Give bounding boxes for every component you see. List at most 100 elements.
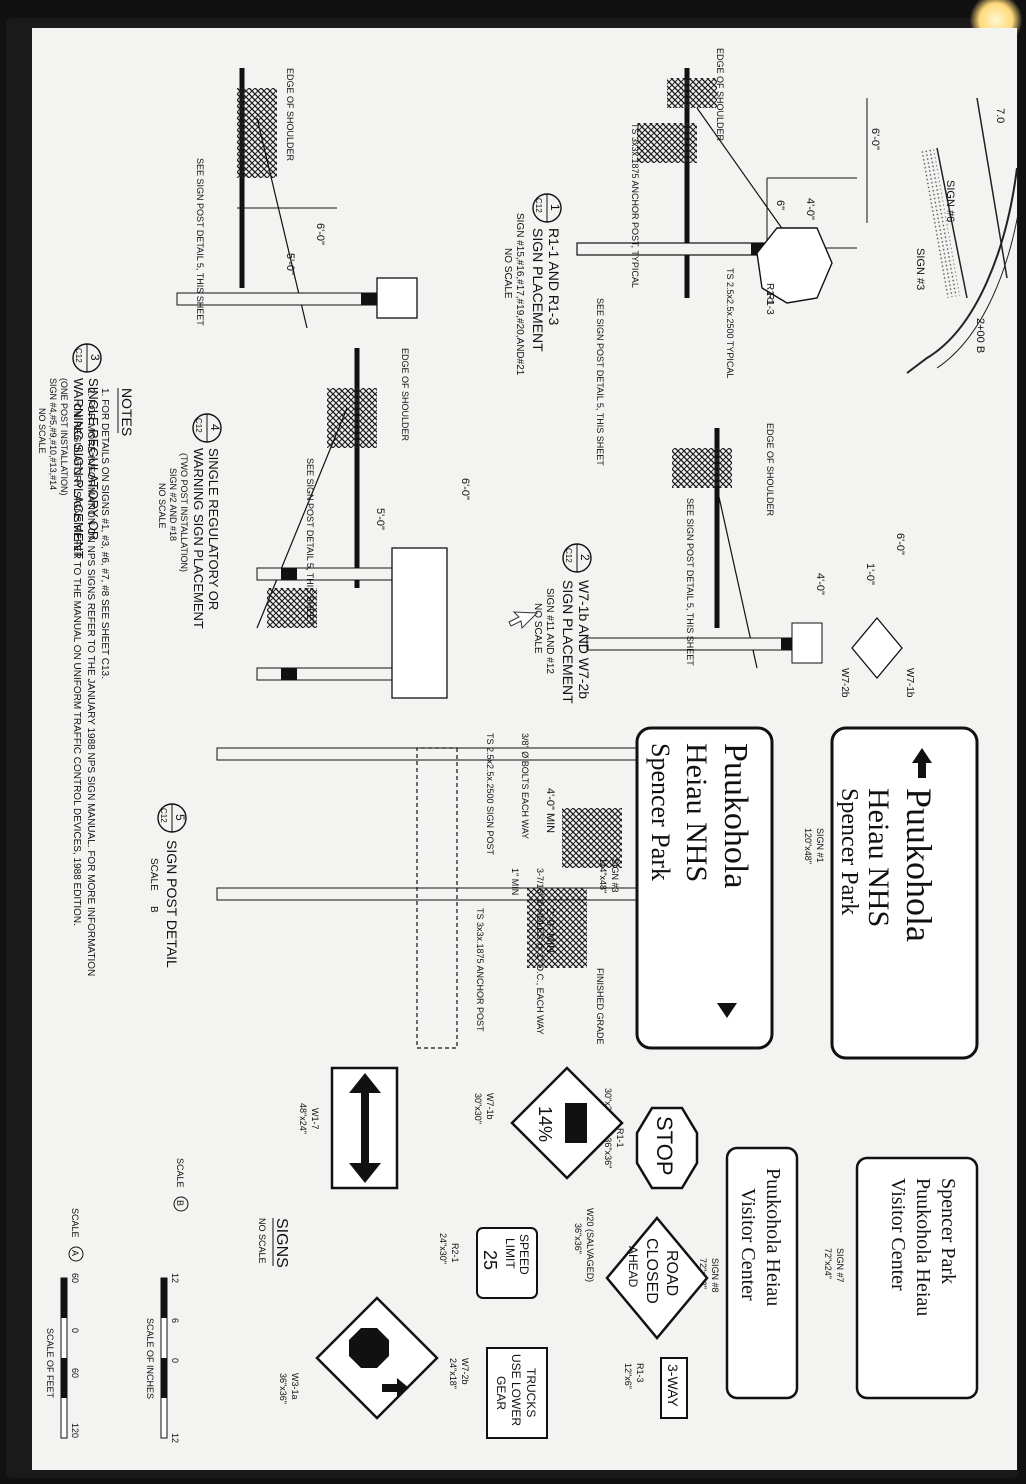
inch-caption: SCALE OF INCHES <box>145 1318 155 1399</box>
detail-ref: C12 <box>564 548 573 563</box>
dim-6ft-2: 6'-0" <box>894 533 906 555</box>
sign3-label: SIGN #3 <box>914 248 926 290</box>
detail-sub: SIGN #11 AND #12 <box>544 588 555 674</box>
see-post-2: SEE SIGN POST DETAIL 5, THIS SHEET <box>685 498 695 666</box>
sign3-size: 114"x48" <box>598 858 608 893</box>
speed-size: 24"x30" <box>438 1233 448 1264</box>
detail-scale: NO SCALE <box>157 483 167 529</box>
sign3-line3: Spencer Park <box>646 743 675 881</box>
trucks-line3: GEAR <box>494 1376 508 1410</box>
detail-4-drawing: 6'-0" 5'-0" EDGE OF SHOULDER SEE SIGN PO… <box>256 348 471 699</box>
detail-num: 5 <box>173 814 187 821</box>
mouse-cursor-icon <box>508 611 539 630</box>
detail-sub0: (ONE POST INSTALLATION) <box>59 378 69 496</box>
road-line3: AHEAD <box>626 1246 640 1288</box>
detail-ref: C12 <box>534 198 543 213</box>
edge-shoulder-2: EDGE OF SHOULDER <box>765 423 775 517</box>
w31a-caption: W3-1a <box>290 1373 300 1400</box>
inch-tick-2: 0 <box>170 1358 180 1363</box>
speed-line2: LIMIT <box>503 1238 517 1269</box>
road-size: 36"x36" <box>573 1223 583 1254</box>
w71b-label: W7-1b <box>904 668 915 698</box>
detail-sub: SIGN #2 AND #18 <box>168 468 178 541</box>
scale-b-tag: B <box>175 1200 185 1206</box>
sign7-line1: Spencer Park <box>937 1178 959 1284</box>
trucks-size: 24"x18" <box>448 1358 458 1389</box>
edge-shoulder-4: EDGE OF SHOULDER <box>400 348 410 442</box>
slope-label: 7.0 <box>994 108 1006 123</box>
way3-caption: R1-3 <box>635 1363 645 1383</box>
detail-2-title: 2 C12 W7-1b AND W7-2b SIGN PLACEMENT SIG… <box>532 543 592 704</box>
sign8-caption: SIGN #8 <box>710 1258 720 1293</box>
sign8-line1: Puukohola Heiau <box>762 1168 784 1306</box>
detail-scale: NO SCALE <box>37 408 47 454</box>
detail-title2: SIGN PLACEMENT <box>560 580 576 704</box>
sign-3: Puukohola Heiau NHS Spencer Park SIGN #3… <box>598 726 774 1050</box>
inch-tick-0: 12 <box>170 1273 180 1283</box>
sign1-line2: Heiau NHS <box>862 788 895 927</box>
dim-4ft-2: 4'-0" <box>814 573 826 595</box>
w72b-label: W7-2b <box>839 668 850 698</box>
arrow-right-icon <box>349 1163 381 1183</box>
detail-title: SIGN POST DETAIL <box>164 840 180 968</box>
note-2: 2. FOR MORE INFORMATION ON NPS SIGNS REF… <box>85 388 96 976</box>
detail-title: SINGLE REGULATORY OR <box>206 448 221 610</box>
feet-tick-2: 60 <box>70 1368 80 1378</box>
road-caption: W20 (SALVAGED) <box>585 1208 595 1282</box>
post-callout-1: TS 2.5x2.5x.2500 TYPICAL <box>725 268 735 378</box>
edge-shoulder-1: EDGE OF SHOULDER <box>715 48 725 142</box>
sign-7: Spencer Park Puukohola Heiau Visitor Cen… <box>823 1156 979 1400</box>
detail-scale: NO SCALE <box>532 603 543 654</box>
trucks-caption: W7-2b <box>460 1358 470 1385</box>
way3-text: 3-WAY <box>665 1364 681 1407</box>
signs-title: SIGNS <box>273 1218 290 1268</box>
dim-1in-min: 1" MIN <box>510 868 520 895</box>
sign3-line2: Heiau NHS <box>680 743 713 882</box>
arrow-up-icon <box>382 1378 409 1398</box>
detail-num: 2 <box>578 554 592 561</box>
detail-sub: SIGN #15,#16,#17,#19,#20,AND#21 <box>514 213 525 376</box>
detail-5-drawing: 4'-0" MIN 2'-0" MIN 1" MIN TS 2.5x2.5x.2… <box>216 733 638 1049</box>
feet-tick-1: 0 <box>70 1328 80 1333</box>
inch-tick-1: 6 <box>170 1318 180 1323</box>
detail-5-title: 5 C12 SIGN POST DETAIL SCALE B <box>148 803 187 968</box>
speed-line3: 25 <box>480 1250 500 1270</box>
sign-road-closed: ROAD CLOSED AHEAD W20 (SALVAGED) 36"x36" <box>573 1208 709 1340</box>
sign1-line1: Puukohola <box>899 788 939 942</box>
map-fragment: SIGN #6 SIGN #3 2+00 B 7.0 <box>906 97 1017 374</box>
dim-6ft-3: 6'-0" <box>314 223 326 245</box>
r13-label: R1-3 <box>764 293 775 315</box>
sign1-caption: SIGN #1 <box>815 828 825 863</box>
detail-title: W7-1b AND W7-2b <box>576 580 592 699</box>
detail-title2: SIGN PLACEMENT <box>530 228 546 352</box>
see-post-1: SEE SIGN POST DETAIL 5, THIS SHEET <box>595 298 605 466</box>
sign-14pct: 14% W7-1b 30"x30" <box>473 1066 624 1180</box>
sign-stop: STOP R1-1 30"x30" OR 36"x36" <box>603 1088 699 1190</box>
detail-sub0: (TWO POST INSTALLATION) <box>179 453 189 572</box>
stop-ahead-icon <box>349 1328 389 1368</box>
feet-caption: SCALE OF FEET <box>45 1328 55 1399</box>
detail-ref: C12 <box>194 418 203 433</box>
detail-num: 3 <box>88 354 102 361</box>
sign1-line3: Spencer Park <box>836 788 862 915</box>
road-line1: ROAD <box>663 1250 680 1296</box>
arrow-left-icon <box>349 1073 381 1093</box>
detail-title2: WARNING SIGN PLACEMENT <box>191 448 206 629</box>
sign-w17: W1-7 48"x24" <box>298 1066 399 1190</box>
detail-title2: WARNING SIGN PLACEMENT <box>71 378 86 559</box>
ts-post-callout: TS 2.5x2.5x.2500 SIGN POST <box>485 733 495 856</box>
engineering-sheet: SIGN #6 SIGN #3 2+00 B 7.0 6'-0" 4'-0" <box>37 48 1017 1443</box>
dim-6ft: 6'-0" <box>869 128 881 150</box>
trucks-line2: USE LOWER <box>509 1354 523 1426</box>
sign7-line3: Visitor Center <box>887 1178 909 1291</box>
note-1: 1. FOR DETAILS ON SIGNS #1, #3, #6, #7, … <box>99 388 110 679</box>
signs-noscale: NO SCALE <box>257 1218 267 1264</box>
detail-title: SINGLE REGULATORY OR <box>86 378 101 540</box>
detail-scale: SCALE <box>148 858 159 891</box>
feet-tick-0: 60 <box>70 1273 80 1283</box>
station-label: 2+00 B <box>974 318 986 353</box>
w17-caption: W1-7 <box>310 1108 320 1130</box>
w17-size: 48"x24" <box>298 1103 308 1134</box>
dim-1ft-2: 1'-0" <box>864 563 876 585</box>
detail-1-drawing: 6'-0" 4'-0" 6" EDGE OF SHOULDER TS 3x3x.… <box>576 48 881 466</box>
